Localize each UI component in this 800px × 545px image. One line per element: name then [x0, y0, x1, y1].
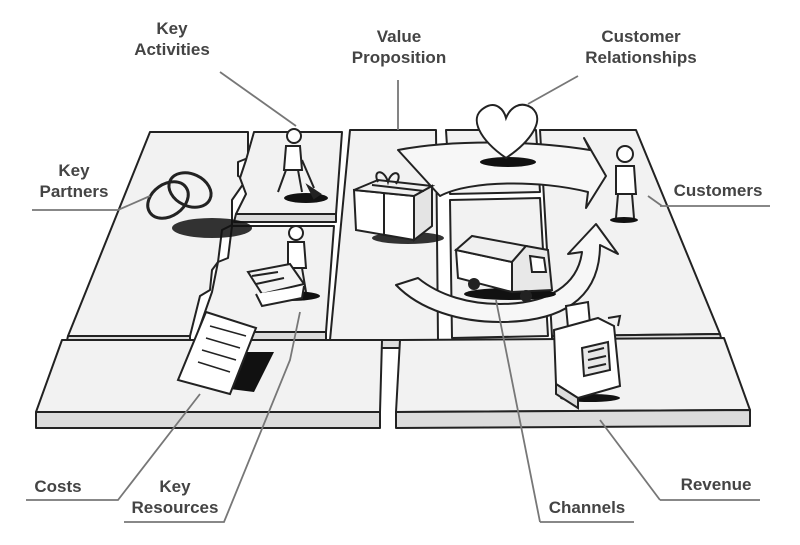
- person-pushing-cart-icon: [246, 225, 320, 308]
- leader-costs: [26, 393, 201, 501]
- label-customer-relationships-line1: Customer: [601, 27, 681, 46]
- leader-key-resources: [124, 311, 301, 523]
- heart-icon: [475, 103, 539, 167]
- document-icon: [176, 310, 274, 396]
- leader-revenue: [599, 419, 760, 501]
- label-value-proposition: Value Proposition: [334, 26, 464, 68]
- gift-box-icon: [352, 171, 444, 244]
- leader-customer-relationships: [527, 75, 579, 105]
- leader-channels: [495, 299, 634, 523]
- person-with-shovel-icon: [277, 128, 328, 203]
- label-costs-text: Costs: [34, 477, 82, 496]
- label-key-partners-line1: Key: [58, 161, 90, 180]
- leader-lines: [26, 71, 770, 523]
- label-customer-relationships: Customer Relationships: [568, 26, 714, 68]
- label-key-resources-line2: Resources: [131, 498, 219, 517]
- leader-key-activities: [219, 71, 297, 127]
- rings-icon: [146, 171, 252, 238]
- leader-key-partners: [32, 195, 151, 211]
- label-revenue: Revenue: [666, 474, 766, 495]
- label-key-activities-line2: Activities: [134, 40, 210, 59]
- label-key-partners: Key Partners: [24, 160, 124, 202]
- label-value-proposition-line1: Value: [376, 27, 422, 46]
- circular-arrow: [395, 137, 619, 323]
- label-customers-text: Customers: [673, 181, 763, 200]
- label-costs: Costs: [24, 476, 92, 497]
- label-customer-relationships-line2: Relationships: [585, 48, 697, 67]
- cash-register-icon: [552, 300, 622, 410]
- leader-customers-pointer: [647, 195, 663, 207]
- person-standing-icon: [610, 145, 638, 223]
- label-customers: Customers: [662, 180, 774, 201]
- label-key-activities-line1: Key: [156, 19, 188, 38]
- label-value-proposition-line2: Proposition: [351, 48, 447, 67]
- label-channels: Channels: [536, 497, 638, 518]
- label-revenue-text: Revenue: [680, 475, 752, 494]
- label-channels-text: Channels: [548, 498, 626, 517]
- label-key-partners-line2: Partners: [39, 182, 109, 201]
- label-key-activities: Key Activities: [112, 18, 232, 60]
- label-key-resources-line1: Key: [159, 477, 191, 496]
- label-key-resources: Key Resources: [118, 476, 232, 518]
- delivery-truck-icon: [453, 234, 556, 302]
